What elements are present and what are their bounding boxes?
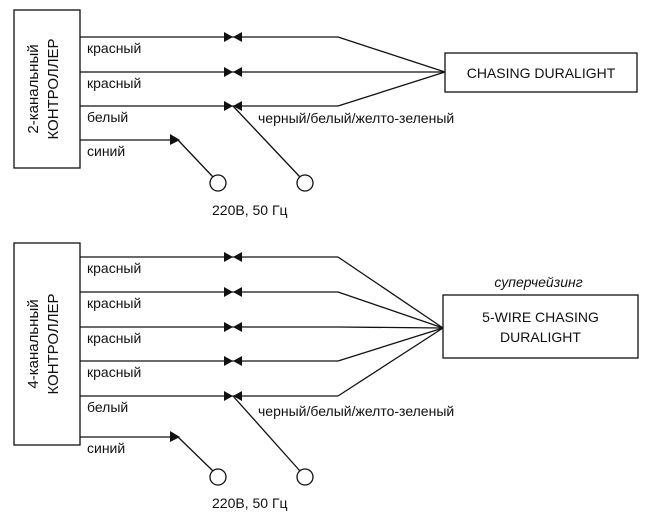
wire-label: красный: [87, 295, 141, 311]
wire-label: синий: [87, 440, 125, 456]
arrowhead-icon: [170, 134, 180, 145]
controller-box: [13, 9, 81, 169]
device-caption: суперчейзинг: [494, 274, 582, 290]
controller-label-line1: 2-канальный: [25, 44, 42, 133]
controller-label-line2: КОНТРОЛЛЕР: [45, 38, 62, 139]
duralight-box: [444, 52, 638, 93]
connector-icon: [224, 252, 242, 262]
cable-label: черный/белый/желто-зеленый: [258, 110, 454, 126]
wire-blue-power-lead: [177, 139, 214, 178]
device-label-line1: 5-WIRE CHASING: [482, 309, 599, 325]
controller-box: [13, 242, 81, 446]
wire-label: красный: [87, 40, 141, 56]
wire-to-device: [337, 256, 444, 329]
duralight-box: [442, 294, 639, 359]
wire-label: красный: [87, 75, 141, 91]
wire-to-device: [337, 36, 446, 73]
power-terminal-icon: [296, 468, 314, 486]
controller-label-line1: 4-канальный: [25, 299, 42, 388]
neutral-power-lead: [232, 105, 301, 178]
power-label: 220В, 50 Гц: [212, 202, 288, 218]
wire-blue-power-lead: [177, 436, 214, 472]
power-label: 220В, 50 Гц: [212, 495, 288, 511]
neutral-power-lead: [232, 395, 301, 472]
arrowhead-icon: [170, 431, 180, 442]
power-terminal-icon: [209, 174, 227, 192]
wire-to-device: [337, 71, 446, 107]
connector-icon: [224, 287, 242, 297]
controller-label-line2: КОНТРОЛЛЕР: [45, 293, 62, 394]
connector-icon: [224, 32, 242, 42]
wire-to-device: [337, 291, 444, 329]
wire-to-device: [337, 326, 444, 329]
power-terminal-icon: [296, 174, 314, 192]
wire-label: белый: [87, 399, 128, 415]
wire-to-device: [337, 327, 444, 362]
device-label-line2: DURALIGHT: [500, 329, 581, 345]
cable-label: черный/белый/желто-зеленый: [258, 403, 454, 419]
wire-label: красный: [87, 260, 141, 276]
power-terminal-icon: [209, 468, 227, 486]
connector-icon: [224, 322, 242, 332]
wire-label: красный: [87, 364, 141, 380]
wire-label: синий: [87, 143, 125, 159]
connector-icon: [224, 67, 242, 77]
wire-to-device: [337, 327, 444, 397]
wire-label: белый: [87, 109, 128, 125]
device-label: CHASING DURALIGHT: [467, 65, 616, 81]
wire-label: красный: [87, 330, 141, 346]
connector-icon: [224, 356, 242, 366]
